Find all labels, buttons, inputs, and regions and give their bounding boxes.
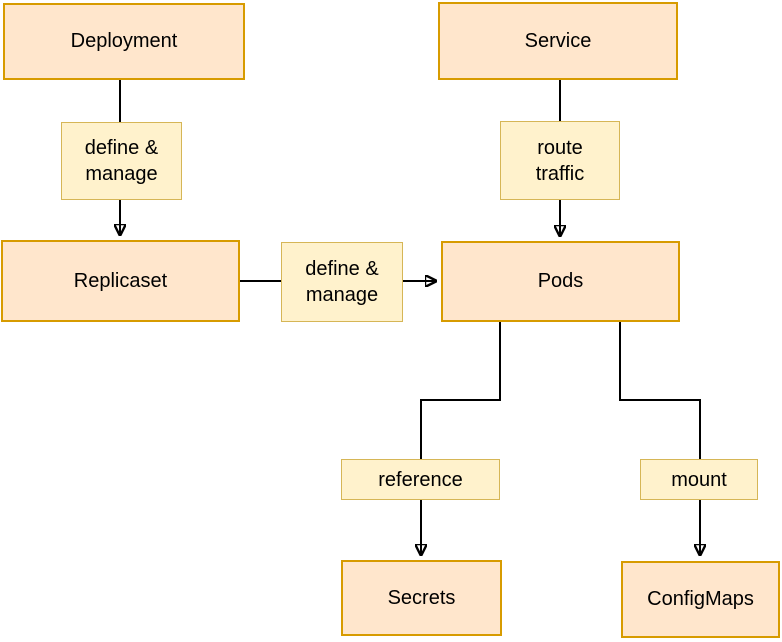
edge-label-route-traffic: route traffic (500, 121, 620, 200)
edge-label-define-manage-deployment: define & manage (61, 122, 182, 200)
edge-pods-configmaps (619, 322, 700, 556)
node-service-label: Service (524, 29, 592, 52)
node-secrets: Secrets (341, 560, 502, 636)
edge-label-reference-text: reference (378, 468, 463, 491)
node-replicaset: Replicaset (1, 240, 240, 322)
edge-pods-secrets (421, 322, 501, 556)
edge-label-mount: mount (640, 459, 758, 500)
node-pods-label: Pods (537, 270, 584, 292)
edge-label-reference: reference (341, 459, 500, 500)
node-pods: Pods (441, 241, 680, 322)
edge-label-route-traffic-text: route traffic (535, 136, 585, 185)
node-service: Service (438, 2, 678, 80)
node-secrets-label: Secrets (387, 586, 456, 609)
node-deployment: Deployment (3, 3, 245, 80)
node-configmaps-label: ConfigMaps (647, 588, 754, 610)
edge-label-define-manage-deployment-text: define & manage (84, 137, 159, 185)
edge-label-mount-text: mount (671, 468, 727, 491)
node-replicaset-label: Replicaset (73, 269, 168, 292)
node-deployment-label: Deployment (70, 30, 178, 52)
edge-label-define-manage-replicaset: define & manage (281, 242, 403, 322)
edge-label-define-manage-replicaset-text: define & manage (305, 258, 379, 306)
node-configmaps: ConfigMaps (621, 561, 780, 638)
